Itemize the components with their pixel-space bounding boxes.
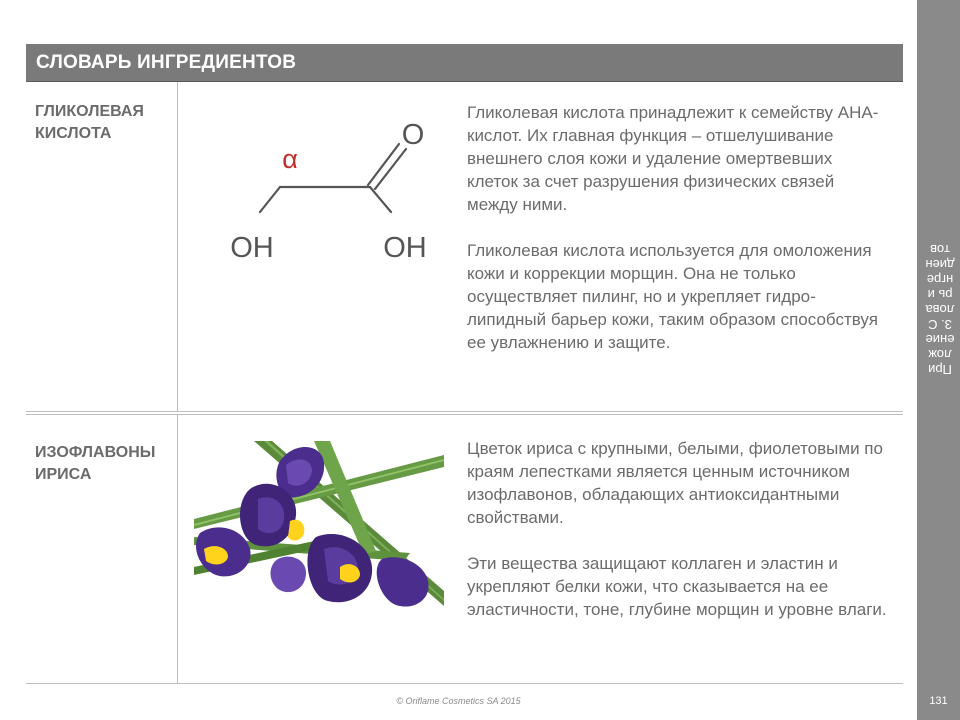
- oxygen-label: O: [402, 119, 425, 151]
- page-number: 131: [929, 695, 948, 707]
- description-paragraph: Гликолевая кислота используется для омол…: [467, 241, 878, 352]
- bond-double-a: [366, 142, 401, 187]
- bond-hydroxyl-right: [368, 185, 393, 214]
- description-paragraph: Гликолевая кислота принадлежит к семейст…: [467, 103, 879, 214]
- column-divider: [177, 82, 178, 411]
- hydroxyl-left-label: OH: [230, 232, 274, 264]
- ingredient-row-glycolic-acid: ГЛИКОЛЕВАЯ КИСЛОТА O α OH OH Гликолевая …: [26, 82, 903, 412]
- glycolic-acid-structure: O α OH OH: [230, 119, 427, 264]
- ingredient-name: ИЗОФЛАВОНЫ ИРИСА: [35, 444, 156, 483]
- iris-petals: [195, 446, 429, 607]
- ingredient-name: ГЛИКОЛЕВАЯ КИСЛОТА: [35, 103, 144, 142]
- hydroxyl-right-label: OH: [383, 232, 427, 264]
- column-divider: [177, 415, 178, 683]
- side-bar: [917, 0, 960, 720]
- ingredient-row-iris: ИЗОФЛАВОНЫ ИРИСА Цветок ириса с: [26, 414, 903, 684]
- description-paragraph: Цветок ириса с крупными, белыми, фиолето…: [467, 439, 883, 527]
- bond-double-b: [373, 147, 408, 191]
- copyright-footer: © Oriflame Cosmetics SA 2015: [396, 696, 521, 706]
- alpha-label: α: [282, 144, 298, 174]
- iris-flower-image: [194, 441, 444, 607]
- bond-hydroxyl-left: [258, 185, 282, 214]
- description-paragraph: Эти вещества защищают коллаген и эластин…: [467, 554, 887, 619]
- page-title: СЛОВАРЬ ИНГРЕДИЕНТОВ: [36, 52, 297, 73]
- ingredient-description: Гликолевая кислота принадлежит к семейст…: [467, 101, 887, 377]
- section-label: Приложение 3. Словарь ингредиентов: [925, 242, 955, 377]
- ingredient-description: Цветок ириса с крупными, белыми, фиолето…: [467, 437, 887, 644]
- section-header: СЛОВАРЬ ИНГРЕДИЕНТОВ: [26, 44, 903, 82]
